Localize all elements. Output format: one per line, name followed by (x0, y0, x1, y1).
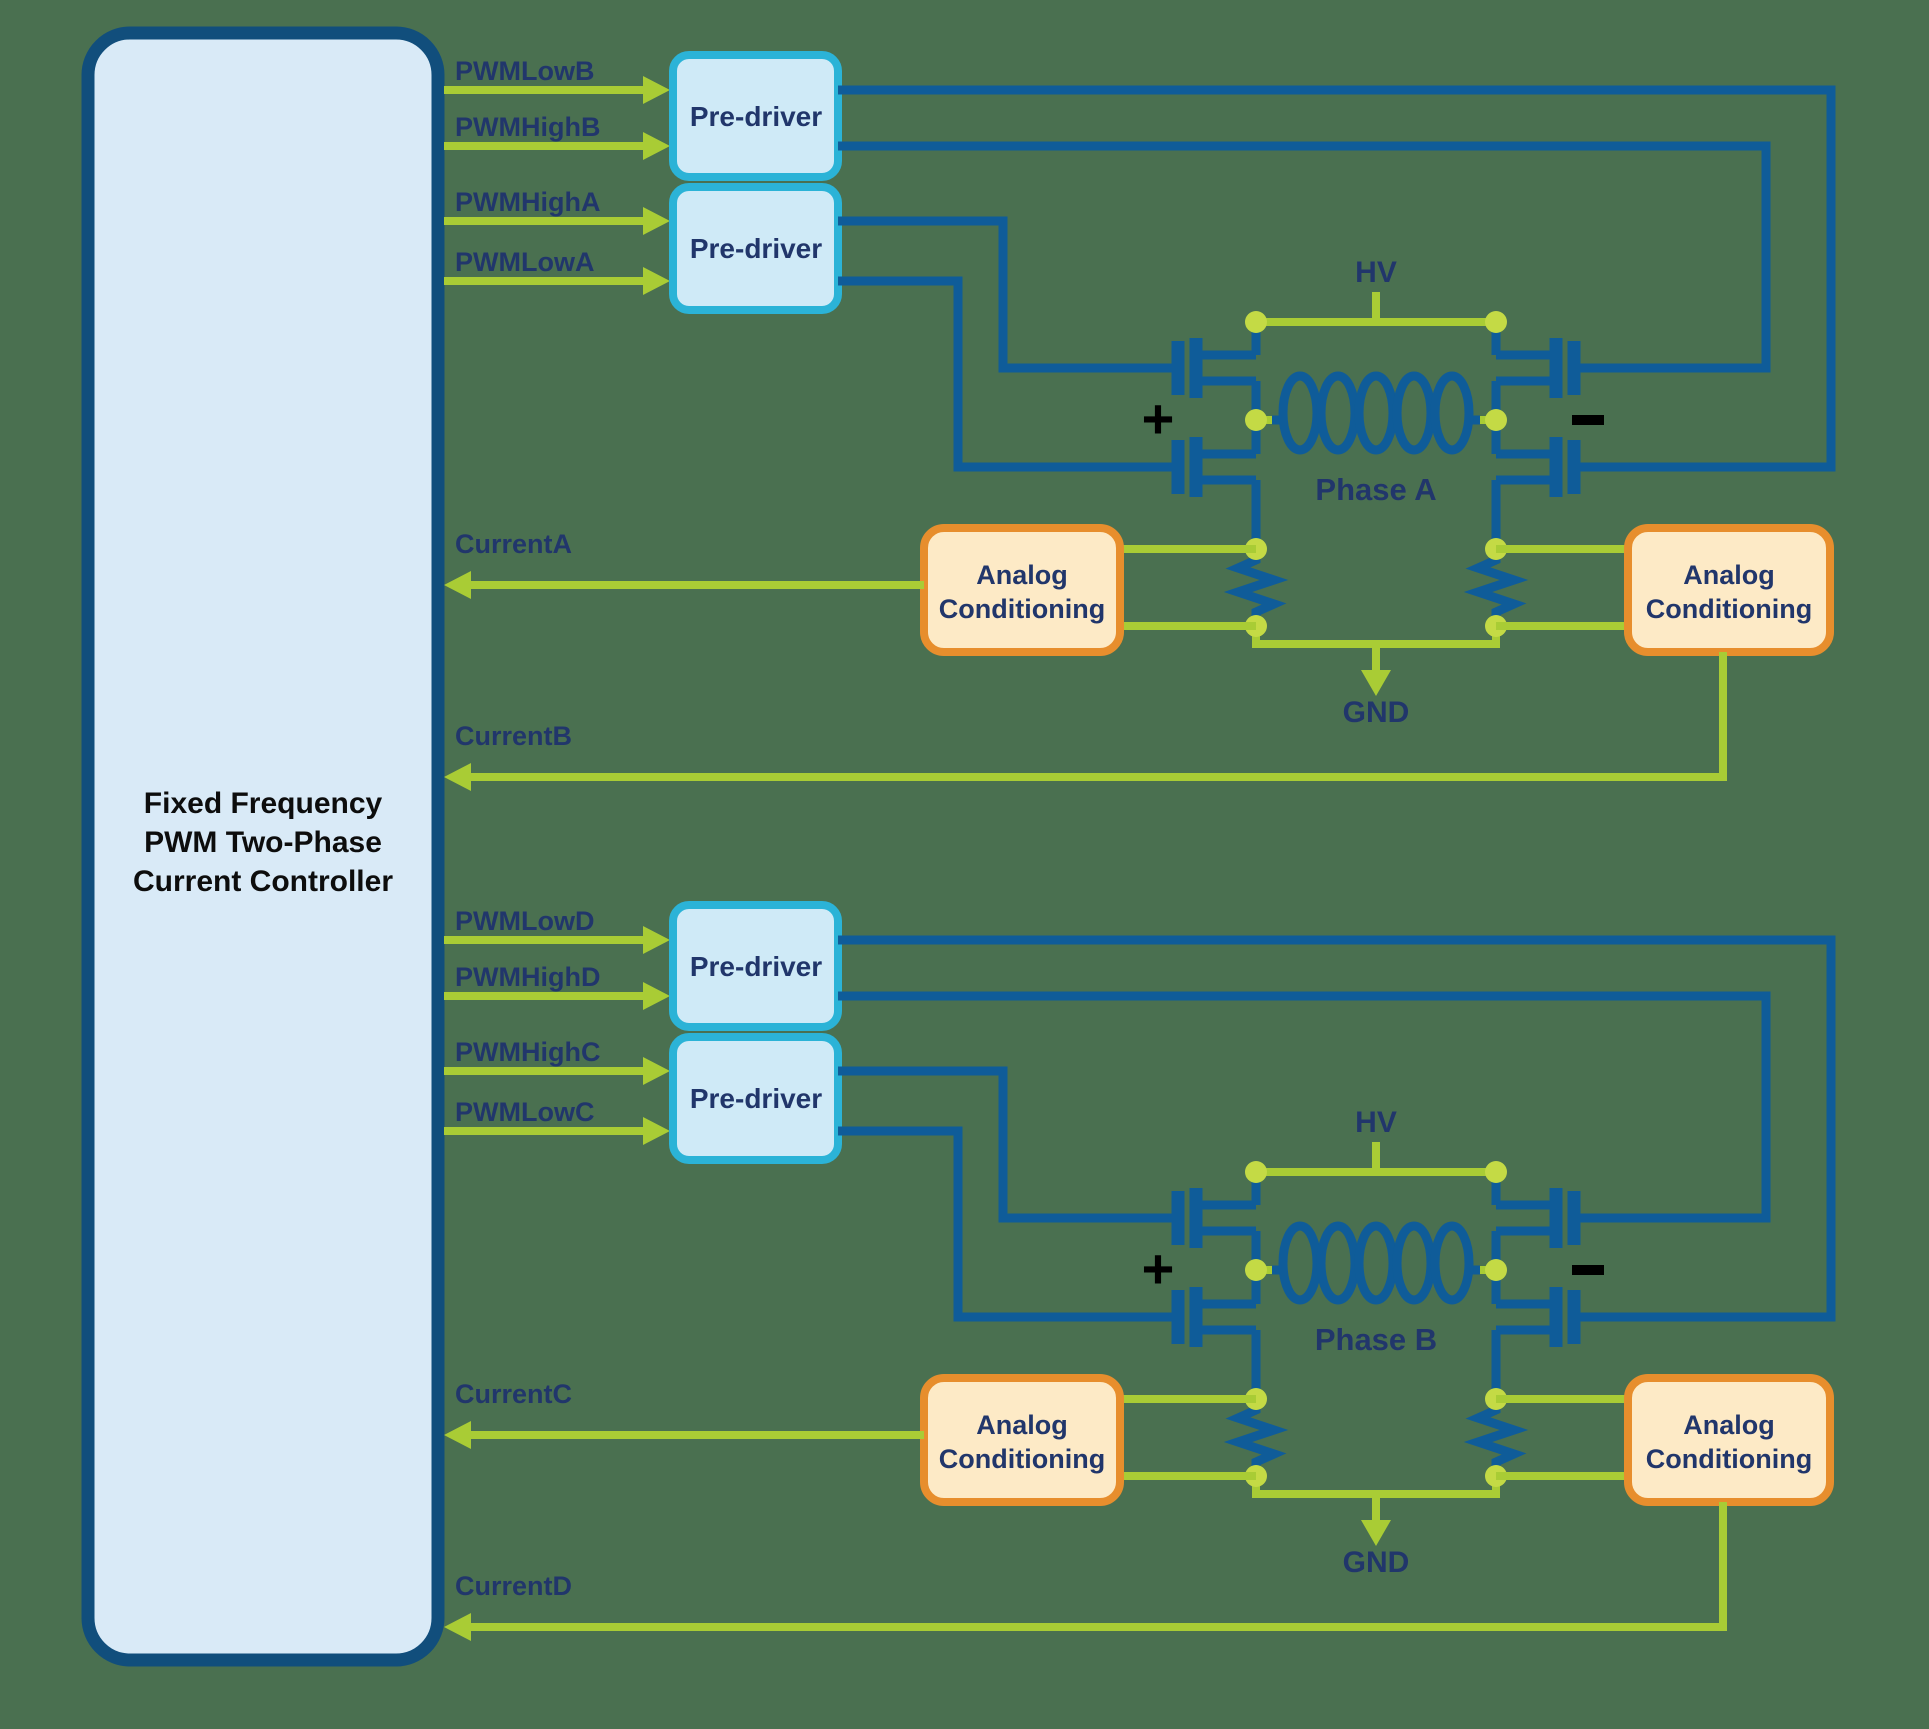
current-label: CurrentA (455, 529, 572, 559)
gate-wire-highb (838, 141, 1771, 373)
node (1485, 1259, 1507, 1281)
current-label: CurrentD (455, 1571, 572, 1601)
analog-conditioning-box (920, 524, 1124, 656)
hv-label: HV (1355, 1106, 1397, 1139)
pre-driver-2: Pre-driver (669, 183, 842, 314)
analog-conditioning-box (920, 1374, 1124, 1506)
pwm-label: PWMHighA (455, 187, 600, 217)
current-label: CurrentB (455, 721, 572, 751)
node (1485, 409, 1507, 431)
pwm-signal-pwmhighc: PWMHighC (444, 1037, 670, 1085)
controller-title-line2: PWM Two-Phase (144, 826, 382, 859)
pwm-label: PWMHighC (455, 1037, 600, 1067)
current-feedback-a: CurrentA (444, 529, 924, 599)
pwm-signal-pwmhigha: PWMHighA (444, 187, 670, 235)
analog-conditioning-left: Analog Conditioning (920, 524, 1124, 656)
node (1485, 1161, 1507, 1183)
pwm-signal-pwmhighd: PWMHighD (444, 962, 670, 1010)
node (1245, 1259, 1267, 1281)
pre-driver-box (669, 1033, 842, 1164)
analog-label-line2: Conditioning (1646, 594, 1812, 624)
controller-block: Fixed Frequency PWM Two-Phase Current Co… (81, 26, 445, 1667)
gate-wire-lowd (838, 935, 1836, 1322)
current-feedback-d: CurrentD (444, 1502, 1727, 1641)
pwm-label: PWMLowD (455, 906, 594, 936)
pre-driver-label: Pre-driver (690, 101, 822, 132)
feedback-wire (466, 1502, 1727, 1631)
analog-conditioning-box (1624, 524, 1834, 656)
phase-label: Phase B (1315, 1322, 1437, 1357)
current-feedback-b: CurrentB (444, 652, 1727, 791)
analog-conditioning-right: Analog Conditioning (1624, 1374, 1834, 1506)
pwm-signal-pwmlowb: PWMLowB (444, 56, 670, 104)
controller-box (81, 26, 445, 1667)
pwm-label: PWMHighB (455, 112, 600, 142)
node (1485, 311, 1507, 333)
gate-wire-lowb (838, 85, 1836, 472)
pre-driver-label: Pre-driver (690, 951, 822, 982)
pre-driver-label: Pre-driver (690, 233, 822, 264)
analog-label-line2: Conditioning (1646, 1444, 1812, 1474)
pwm-label: PWMHighD (455, 962, 600, 992)
analog-label-line2: Conditioning (939, 1444, 1105, 1474)
pwm-label: PWMLowB (455, 56, 594, 86)
analog-label-line2: Conditioning (939, 594, 1105, 624)
gate-wire-highd (838, 991, 1771, 1223)
current-feedback-c: CurrentC (444, 1379, 924, 1449)
feedback-wire (466, 652, 1727, 781)
pre-driver-label: Pre-driver (690, 1083, 822, 1114)
analog-conditioning-box (1624, 1374, 1834, 1506)
controller-title-line3: Current Controller (133, 865, 393, 898)
analog-label-line1: Analog (976, 560, 1068, 590)
gate-wire-higha (838, 216, 1178, 373)
pre-driver-box (669, 901, 842, 1031)
pwm-signal-pwmlowd: PWMLowD (444, 906, 670, 954)
pwm-label: PWMLowA (455, 247, 594, 277)
current-label: CurrentC (455, 1379, 572, 1409)
pwm-signal-pwmlowc: PWMLowC (444, 1097, 670, 1145)
node (1245, 409, 1267, 431)
analog-label-line1: Analog (976, 1410, 1068, 1440)
pre-driver-4: Pre-driver (669, 1033, 842, 1164)
pre-driver-1: Pre-driver (669, 51, 842, 181)
gate-wire-highc (838, 1066, 1178, 1223)
gate-wire-lowa (838, 276, 1178, 472)
minus-label (1572, 415, 1604, 425)
phase-b-section: PWMLowD PWMHighD PWMHighC PWMLowC Pre-dr… (444, 901, 1836, 1641)
minus-label (1572, 1265, 1604, 1275)
pwm-label: PWMLowC (455, 1097, 594, 1127)
gate-wire-lowc (838, 1126, 1178, 1322)
analog-conditioning-left: Analog Conditioning (920, 1374, 1124, 1506)
hv-label: HV (1355, 256, 1397, 289)
analog-label-line1: Analog (1683, 1410, 1775, 1440)
pre-driver-box (669, 183, 842, 314)
pwm-signal-pwmhighb: PWMHighB (444, 112, 670, 160)
pwm-signal-pwmlowa: PWMLowA (444, 247, 670, 295)
analog-conditioning-right: Analog Conditioning (1624, 524, 1834, 656)
plus-label: + (1142, 1237, 1175, 1300)
analog-label-line1: Analog (1683, 560, 1775, 590)
controller-title-line1: Fixed Frequency (144, 787, 383, 820)
node (1245, 311, 1267, 333)
gnd-label: GND (1343, 1546, 1410, 1579)
node (1245, 1161, 1267, 1183)
phase-label: Phase A (1315, 472, 1436, 507)
plus-label: + (1142, 387, 1175, 450)
gnd-label: GND (1343, 696, 1410, 729)
pre-driver-3: Pre-driver (669, 901, 842, 1031)
phase-a-section: PWMLowB PWMHighB PWMHighA PWMLowA Pre-dr… (444, 51, 1836, 791)
pre-driver-box (669, 51, 842, 181)
